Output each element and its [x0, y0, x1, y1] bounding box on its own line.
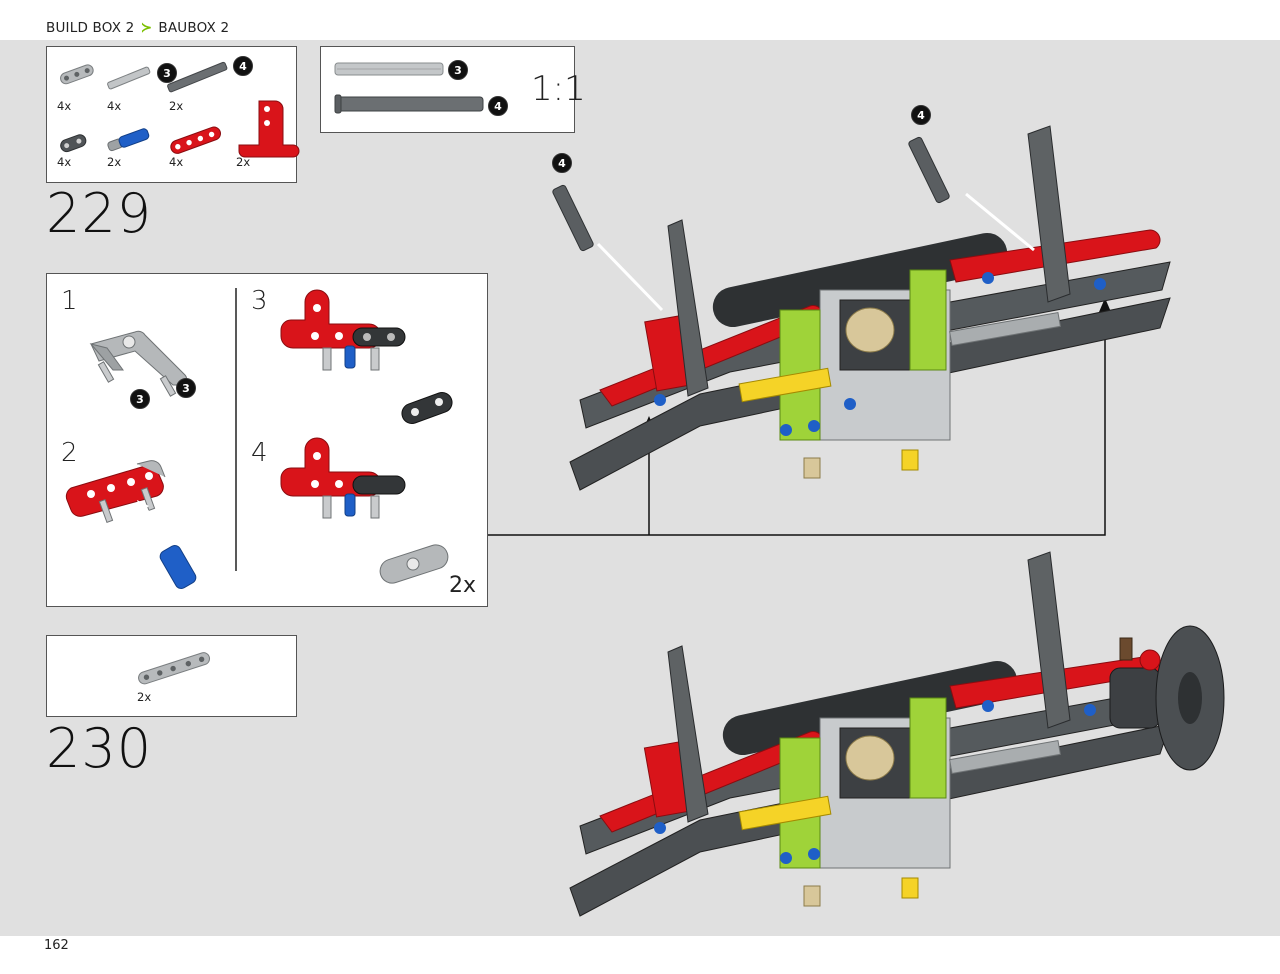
substep-badge: 3	[130, 389, 150, 409]
substep-2-art	[65, 460, 197, 589]
part-qty: 2x	[169, 99, 184, 113]
part-qty: 4x	[57, 99, 72, 113]
header-bar	[0, 0, 1280, 40]
callout-badge-left: 4	[552, 153, 572, 173]
page-number: 162	[44, 938, 69, 953]
part-qty: 4x	[107, 99, 122, 113]
main-assembly-230	[569, 551, 1225, 917]
substep-number-3: 3	[251, 286, 268, 316]
parts-list-229: 3 4 4x 4x 2x 4x 2x 4x 2x	[46, 46, 300, 183]
substep-multiplier: 2x	[449, 573, 477, 598]
parts-icons-230	[138, 652, 211, 685]
scale-label: 1:1	[531, 69, 586, 109]
grey-axle-3-part	[107, 66, 151, 90]
dark-axle-4-part	[167, 61, 228, 93]
chevron-right-icon: ≻	[140, 20, 153, 36]
axle-4-scale	[334, 96, 484, 112]
scale-badge-3: 3	[448, 60, 468, 80]
incoming-axle-right	[908, 136, 950, 204]
grey-beam-5-part	[138, 652, 211, 685]
grey-beam-3-part	[60, 64, 94, 85]
part-qty: 2x	[107, 155, 122, 169]
incoming-axle-left	[552, 184, 594, 252]
red-beam-5-part	[170, 126, 221, 154]
part-qty: 2x	[137, 690, 152, 704]
substep-3-art	[280, 289, 453, 424]
red-angle-beam-part	[238, 100, 300, 158]
main-assembly-229	[552, 125, 1171, 491]
substep-number-4: 4	[251, 438, 268, 468]
crumb-build-box: BUILD BOX 2	[46, 20, 135, 36]
blue-pin-part	[107, 128, 150, 152]
part-qty: 4x	[57, 155, 72, 169]
substep-badge: 3	[176, 378, 196, 398]
substep-4-art	[280, 437, 449, 584]
step-number-230: 230	[46, 717, 153, 780]
scale-reference-box: 3 4 1:1	[320, 46, 586, 133]
scale-badge-4: 4	[488, 96, 508, 116]
subassembly-callout: 1 3 3 2 3	[46, 273, 488, 607]
dark-grey-beam-2-part	[60, 134, 87, 153]
part-qty: 2x	[236, 155, 251, 169]
breadcrumb: BUILD BOX 2 ≻ BAUBOX 2	[46, 20, 229, 36]
size-badge-3: 3	[157, 63, 177, 83]
step-number-229: 229	[46, 182, 153, 245]
substep-number-2: 2	[61, 438, 78, 468]
parts-list-230: 2x	[46, 635, 297, 717]
crumb-baubox: BAUBOX 2	[158, 20, 230, 36]
size-badge-4: 4	[233, 56, 253, 76]
scale-axles	[334, 62, 484, 114]
callout-badge-right: 4	[911, 105, 931, 125]
substep-1-art	[89, 330, 188, 397]
part-qty: 4x	[169, 155, 184, 169]
parts-icons-229	[60, 61, 300, 158]
footer-bar	[0, 936, 1280, 974]
substep-divider	[235, 288, 237, 571]
substep-number-1: 1	[61, 286, 78, 316]
